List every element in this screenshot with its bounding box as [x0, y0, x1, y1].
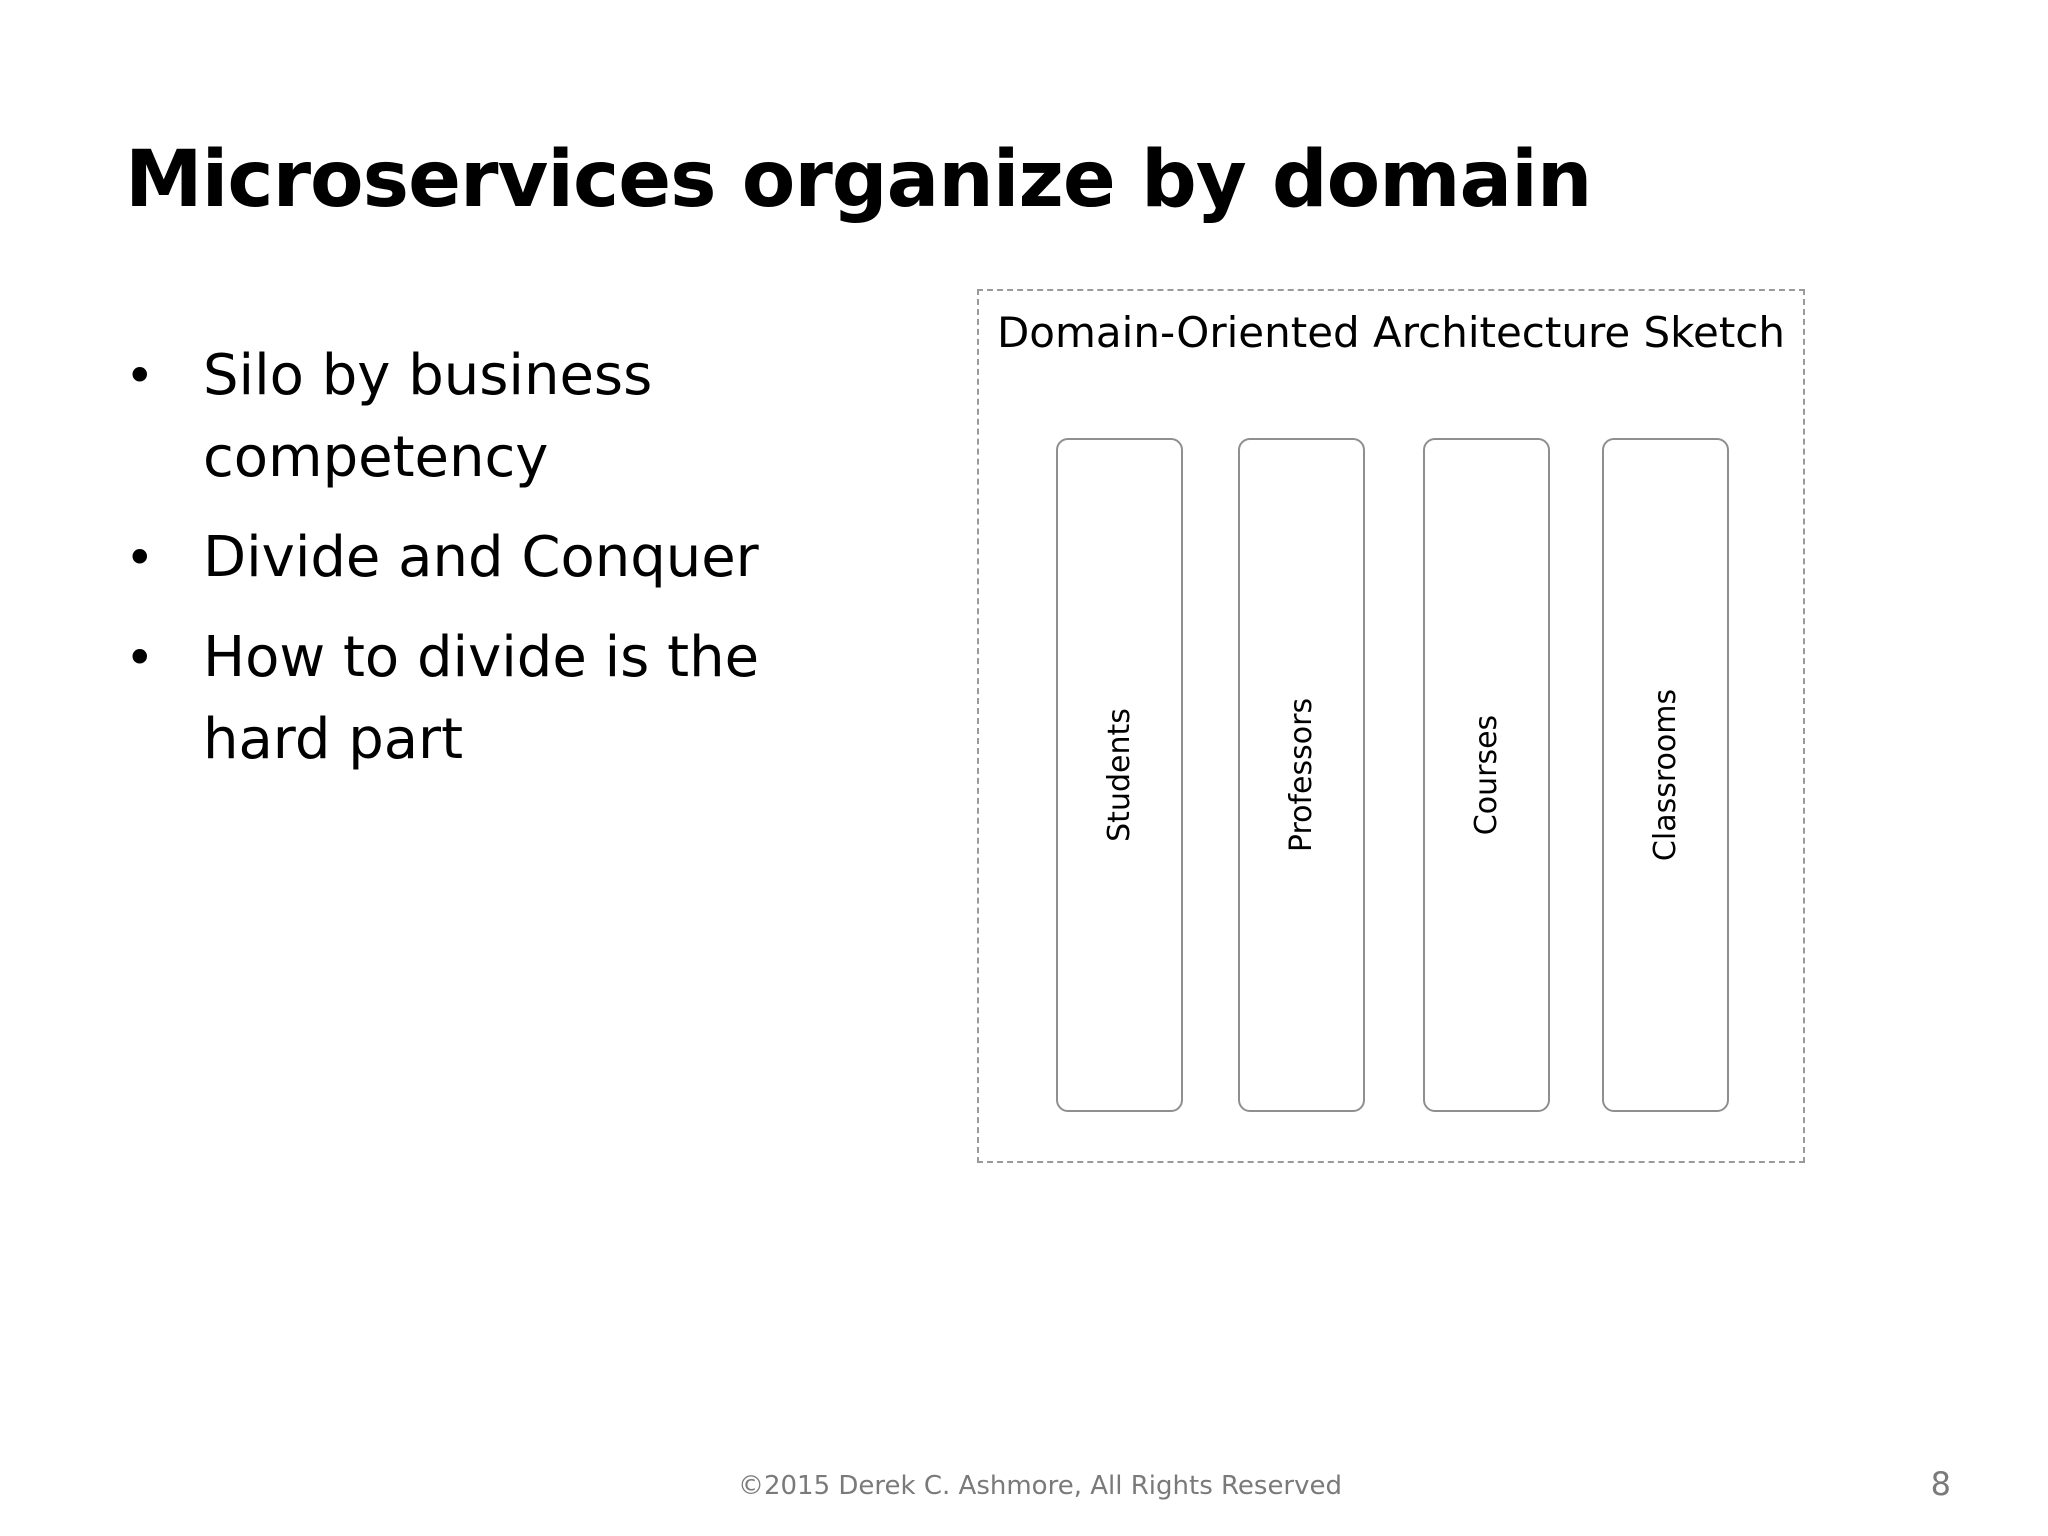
column-label: Professors [1283, 697, 1319, 853]
slide-title: Microservices organize by domain [125, 135, 1592, 225]
diagram-frame: Domain-Oriented Architecture Sketch Stud… [977, 289, 1805, 1163]
column-label: Classrooms [1647, 688, 1683, 862]
bullet-dot-icon: • [125, 529, 155, 587]
column-label: Students [1101, 708, 1137, 842]
copyright-footer: ©2015 Derek C. Ashmore, All Rights Reser… [737, 1471, 1343, 1501]
bullet-text: Silo by business competency [203, 343, 653, 490]
column-label: Courses [1468, 714, 1504, 836]
domain-column-classrooms: Classrooms [1602, 438, 1729, 1112]
domain-column-students: Students [1056, 438, 1183, 1112]
bullet-dot-icon: • [125, 629, 155, 687]
domain-column-courses: Courses [1423, 438, 1550, 1112]
bullet-item: • Divide and Conquer [125, 517, 885, 599]
bullet-text: Divide and Conquer [203, 525, 759, 590]
bullet-text: How to divide is the hard part [203, 625, 760, 772]
bullet-item: • Silo by business competency [125, 335, 885, 499]
page-number: 8 [1930, 1465, 1951, 1503]
bullet-dot-icon: • [125, 347, 155, 405]
domain-column-professors: Professors [1238, 438, 1365, 1112]
bullet-item: • How to divide is the hard part [125, 617, 885, 781]
diagram-title: Domain-Oriented Architecture Sketch [996, 308, 1786, 357]
bullet-list: • Silo by business competency • Divide a… [125, 335, 885, 799]
